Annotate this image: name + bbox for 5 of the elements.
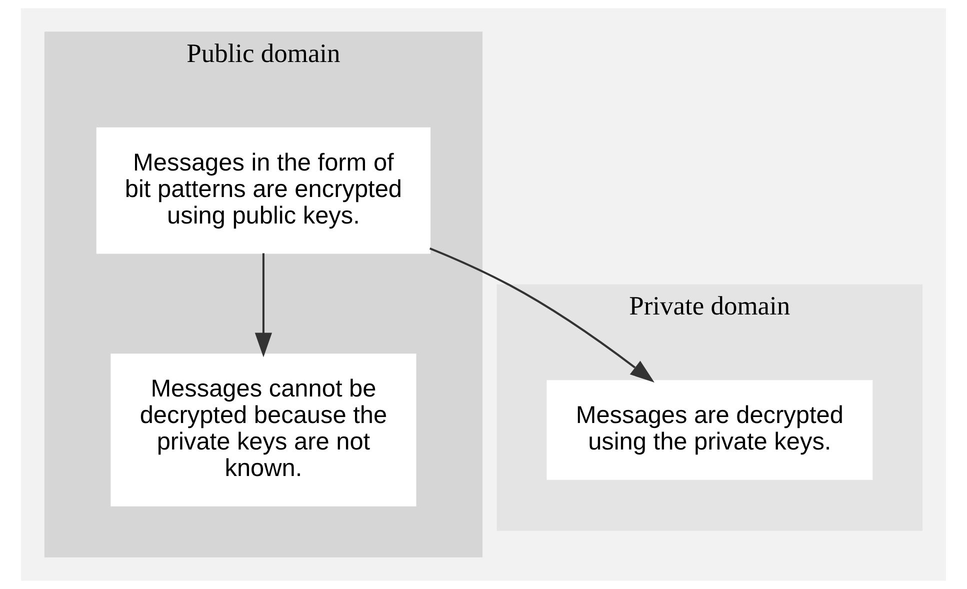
node-box: Messages cannot be decrypted because the private keys are not known. — [110, 354, 416, 506]
arrow — [254, 253, 272, 358]
arrow — [429, 247, 654, 382]
node-box: Messages in the form of bit patterns are encrypted using public keys. — [96, 127, 431, 254]
node-box: Messages are decrypted using the private keys. — [546, 380, 873, 480]
